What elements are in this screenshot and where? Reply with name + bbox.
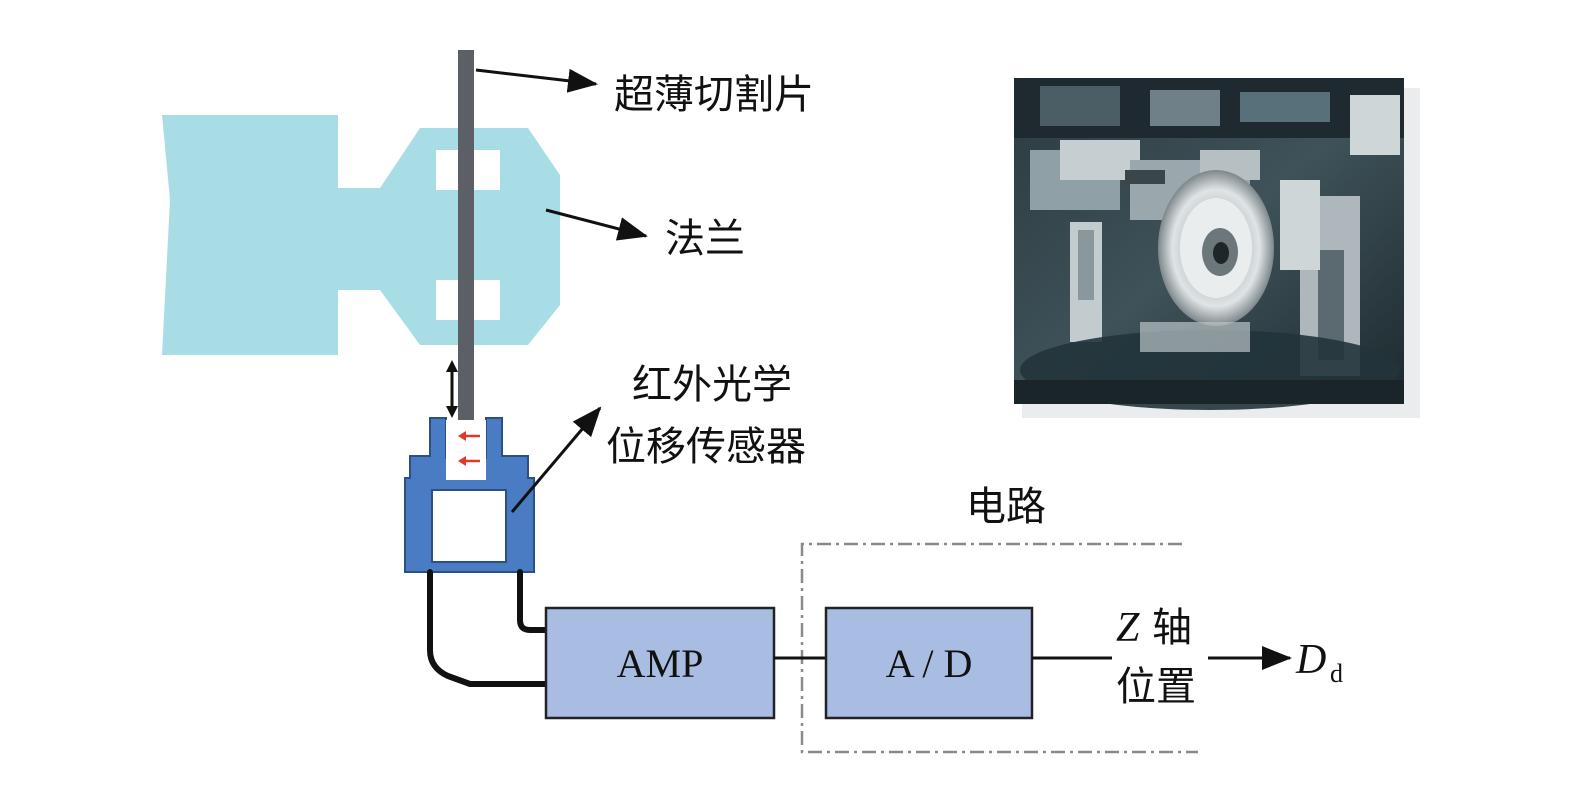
z-variable: Z: [1116, 605, 1140, 651]
ir-beam-arrows: [458, 431, 480, 466]
sensor-label-line2: 位移传感器: [606, 424, 806, 470]
circuit-label: 电路: [966, 484, 1046, 530]
flange-label: 法兰: [665, 216, 745, 262]
output-subscript: d: [1330, 659, 1343, 688]
position-label: 位置: [1116, 664, 1196, 710]
blade-label: 超薄切割片: [614, 72, 814, 118]
sensor-label-line1: 红外光学: [632, 362, 792, 408]
circuit-boundary: [800, 542, 1198, 754]
amp-block: AMP: [544, 606, 776, 720]
sensor-cables: [427, 569, 549, 687]
sensor-pointer-arrow: [510, 406, 602, 513]
amp-label: AMP: [617, 641, 704, 686]
adc-block: A / D: [824, 606, 1034, 720]
ultrathin-blade: [458, 50, 474, 422]
ir-sensor: [404, 417, 535, 573]
flange-pointer-arrow: [545, 208, 648, 241]
cutting-machine-photo: [1014, 78, 1420, 418]
flange-shape: [162, 115, 560, 355]
z-axis-label: 轴: [1152, 605, 1192, 651]
output-variable: D: [1295, 637, 1326, 683]
adc-label: A / D: [886, 641, 973, 686]
blade-pointer-arrow: [475, 68, 598, 93]
